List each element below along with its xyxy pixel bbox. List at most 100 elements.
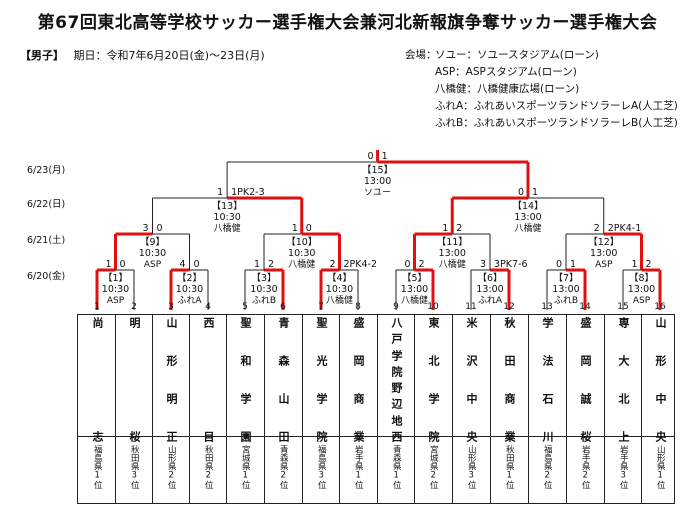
match-time: 10:30 (250, 284, 277, 295)
match-time: 13:00 (401, 284, 428, 295)
team-column: 専大北上岩手県3位 (603, 314, 642, 504)
team-name-char: 盛 (352, 317, 365, 328)
team-name-char: 目 (202, 431, 215, 442)
date-label-final: 6/23(月) (27, 165, 66, 176)
team-column: 西目秋田県2位 (188, 314, 227, 504)
venue-item: ASP：ASPスタジアム(ローン) (435, 66, 577, 78)
team-name-char: 青 (277, 317, 290, 328)
team-name-char: 川 (541, 431, 554, 442)
team-number: 6 (280, 302, 286, 312)
team-number: 3 (168, 302, 174, 312)
team-name-char: 上 (617, 431, 630, 442)
team-name-char: 山 (165, 317, 178, 328)
team-prefecture-rank: 福島県1位 (92, 445, 103, 489)
left-score: 0 (404, 259, 410, 270)
team-name: 聖光学院 (303, 317, 340, 442)
team-name-char: 央 (465, 431, 478, 442)
left-score: 2 (594, 223, 600, 234)
match-time: 10:30 (213, 212, 240, 223)
team-prefecture-rank: 山形県2位 (166, 445, 177, 489)
team-name-char: 法 (541, 355, 554, 366)
column-divider (489, 314, 491, 504)
match-time: 13:00 (514, 212, 541, 223)
team-number: 12 (503, 302, 514, 312)
category-label: 【男子】 (20, 49, 64, 62)
team-name: 山形明正 (153, 317, 190, 442)
team-name-char: 中 (654, 393, 667, 404)
team-prefecture-rank: 宮城県1位 (240, 445, 251, 489)
period-text: 期日：令和7年6月20日(金)～23日(月) (73, 49, 265, 62)
right-score: 1 (382, 151, 388, 162)
team-number: 7 (318, 302, 324, 312)
team-name-char: 学 (541, 317, 554, 328)
team-column: 明桜秋田県3位 (114, 314, 153, 504)
team-name: 秋田商業 (491, 317, 528, 442)
right-score: 0 (306, 223, 312, 234)
team-name: 聖和学園 (227, 317, 264, 442)
left-score: 0 (518, 187, 524, 198)
team-prefecture-rank: 青森県1位 (391, 445, 402, 489)
venue-label: 会場： (405, 49, 437, 61)
team-column: 聖和学園宮城県1位 (225, 314, 264, 504)
team-column: 盛岡誠桜岩手県2位 (565, 314, 604, 504)
team-column: 聖光学院福島県3位 (301, 314, 340, 504)
team-prefecture-rank: 岩手県3位 (618, 445, 629, 489)
team-name-char: 盛 (579, 317, 592, 328)
team-name-char: 野 (390, 382, 403, 394)
team-prefecture-rank: 福島県3位 (316, 445, 327, 489)
column-divider (301, 314, 303, 504)
match-number: 【11】 (437, 237, 468, 248)
match-time: 10:30 (139, 248, 166, 259)
team-number: 9 (393, 302, 399, 312)
team-name-char: 学 (390, 349, 403, 361)
team-name-char: 北 (427, 355, 440, 366)
match-venue: ASP (144, 260, 162, 270)
column-divider (151, 314, 153, 504)
team-prefecture-rank: 秋田県3位 (129, 445, 140, 489)
team-column: 山形明正山形県2位 (151, 314, 190, 504)
venue-list: 会場： ソユー：ソユースタジアム(ローン) ASP：ASPスタジアム(ローン) … (405, 47, 678, 132)
team-number: 11 (465, 302, 476, 312)
match-number: 【2】 (177, 273, 202, 284)
team-number: 10 (427, 302, 439, 312)
left-score: 1 (217, 187, 223, 198)
team-name-char: 学 (427, 393, 440, 404)
team-name-char: 東 (427, 317, 440, 328)
team-name-char: 聖 (239, 317, 252, 328)
team-name: 尚志 (79, 317, 116, 442)
match-time: 13:00 (628, 284, 655, 295)
team-name-char: 央 (654, 431, 667, 442)
team-name-char: 形 (165, 355, 178, 366)
team-name-char: 沢 (465, 355, 478, 366)
team-name-char: 岡 (352, 355, 365, 366)
match-time: 10:30 (176, 284, 203, 295)
team-name: 西目 (190, 317, 227, 442)
match-venue: ふれB (252, 295, 276, 306)
team-name: 学法石川 (529, 317, 566, 442)
right-score: 1 (570, 259, 576, 270)
right-score: 2 (268, 259, 274, 270)
right-score: 2 (646, 259, 652, 270)
team-name-char: 商 (503, 393, 516, 404)
match-venue: ASP (633, 296, 651, 306)
match-number: 【5】 (402, 273, 427, 284)
team-name-char: 桜 (579, 431, 592, 442)
team-number: 14 (579, 302, 591, 312)
team-prefecture-rank: 岩手県2位 (580, 445, 591, 489)
right-score: 2PK4-2 (344, 259, 378, 270)
team-name-char: 光 (315, 355, 328, 366)
column-divider (114, 314, 116, 504)
column-divider (565, 314, 567, 504)
team-name-char: 八 (390, 317, 403, 328)
team-name-char: 学 (315, 393, 328, 404)
team-name-char: 地 (390, 414, 403, 426)
team-name-char: 形 (654, 355, 667, 366)
match-number: 【10】 (286, 237, 317, 248)
team-name-char: 園 (239, 431, 252, 442)
table-frame (77, 314, 675, 504)
team-number: 4 (205, 302, 211, 312)
match-time: 13:00 (476, 284, 503, 295)
match-time: 10:30 (288, 248, 315, 259)
team-name-char: 正 (165, 431, 178, 442)
